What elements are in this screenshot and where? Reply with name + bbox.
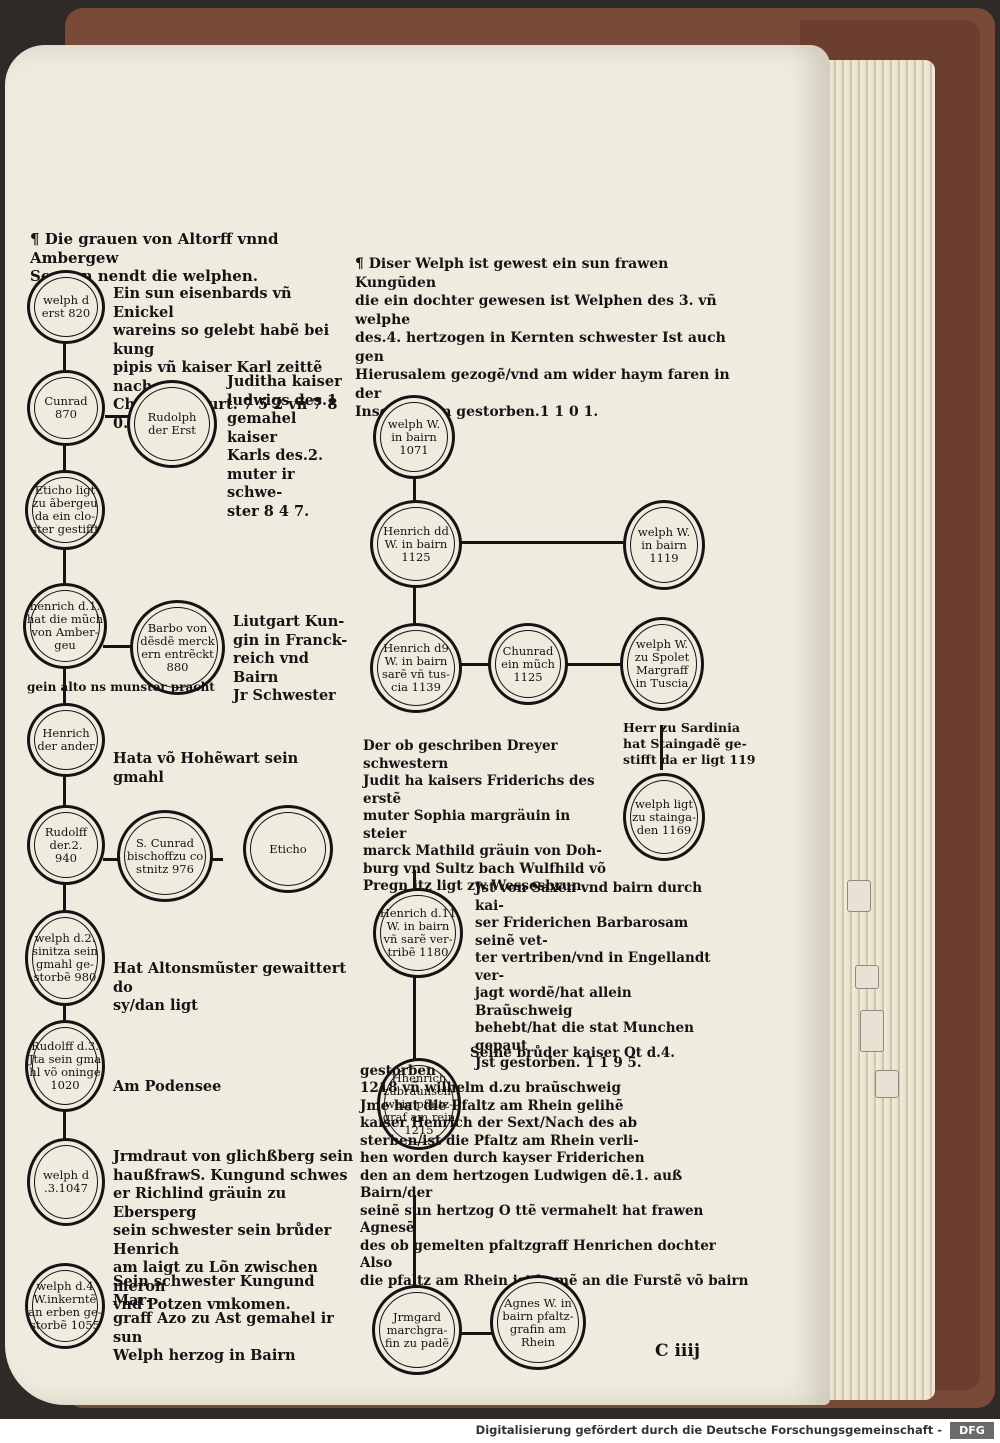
genealogy-connector <box>413 1195 416 1305</box>
paper-tab <box>855 965 879 989</box>
medallion: Henrich der ander <box>27 703 105 777</box>
left-heading: ¶ Die grauen von Altorff vnnd Ambergew S… <box>30 230 279 285</box>
medallion-label: welph ligt zu staingа- den 1169 <box>632 796 696 837</box>
page-number: C iiij <box>655 1341 700 1361</box>
text-block: Jrmdraut von glichßberg sein haußfrawS. … <box>113 1148 354 1313</box>
text-block: Liutgart Kun- gin in Franck- reich vnd B… <box>233 613 348 704</box>
medallion-label: Hhenrich zubraunsch- weig pfaltz- graf a… <box>382 1070 456 1137</box>
medallion: Eticho <box>243 805 333 893</box>
paper-tab <box>847 880 871 912</box>
genealogy-connector <box>460 663 490 666</box>
genealogy-connector <box>413 585 416 645</box>
medallion-label: Chunrad ein mũch 1125 <box>501 643 555 684</box>
medallion-label: welph d.4 W.inkerntẽ an erben ge- storbẽ… <box>28 1279 102 1332</box>
medallion: Barbo von dẽsdẽ merck ern entrẽckt 880 <box>130 600 225 695</box>
text-block: Jst von Saxen vnd bairn durch kai- ser F… <box>475 880 711 1071</box>
medallion: welph W. in bairn 1071 <box>373 395 455 479</box>
medallion: Henrich d9 W. in bairn sarẽ vñ tus- cia … <box>370 623 462 713</box>
genealogy-connector <box>660 725 663 770</box>
medallion-label: Henrich dd W. in bairn 1125 <box>383 523 449 564</box>
footer-bar: Digitalisierung gefördert durch die Deut… <box>0 1419 1000 1443</box>
medallion-label: welph W. in bairn 1119 <box>637 524 691 565</box>
medallion-label: Rudolff d.3. Jta sein gma hl võ oninge 1… <box>28 1039 102 1092</box>
medallion-label: Henrich d.11 W. in bairn vñ sarẽ ver- tr… <box>379 906 457 959</box>
dfg-logo: DFG <box>950 1422 994 1439</box>
text-block: Hat Altonsmũster gewaittert do sy/dan li… <box>113 960 347 1014</box>
genealogy-connector <box>413 870 416 1095</box>
medallion: welph d .3.1047 <box>27 1138 105 1226</box>
medallion: Rudolff d.3. Jta sein gma hl võ oninge 1… <box>25 1020 105 1112</box>
medallion-label: Barbo von dẽsdẽ merck ern entrẽckt 880 <box>140 620 215 674</box>
medallion: Henrich d.11 W. in bairn vñ sarẽ ver- tr… <box>373 888 463 978</box>
medallion-label: Henrich der ander <box>37 726 95 753</box>
medallion: welph d.4 W.inkerntẽ an erben ge- storbẽ… <box>25 1263 105 1349</box>
text-block: Der ob geschriben Dreyer schwestern Judi… <box>363 738 606 894</box>
right-heading: ¶ Diser Welph ist gewest ein sun frawen … <box>355 256 730 420</box>
medallion: welph d erst 820 <box>27 270 105 344</box>
medallion: henrich d.1. hat die mũch von Amber- geu <box>23 583 107 669</box>
text-block: Hata võ Hohẽwart sein gmahl <box>113 750 299 786</box>
medallion-label: Rudolff der.2. 940 <box>44 824 88 865</box>
medallion-label: henrich d.1. hat die mũch von Amber- geu <box>26 599 104 652</box>
medallion-label: S. Cunrad bischoffzu co stnitz 976 <box>126 835 204 876</box>
medallion-label: welph d .3.1047 <box>42 1168 90 1195</box>
medallion: Cunrad 870 <box>27 370 105 446</box>
text-block: Herr zu Sardinia hat Staingadẽ ge- stiff… <box>623 720 756 767</box>
medallion: welph W. in bairn 1119 <box>623 500 705 590</box>
text-block: Ein sun eisenbards vñ Enickel wareins so… <box>113 285 338 432</box>
medallion-label: welph W. zu Spolet Margraff in Tuscia <box>634 637 690 690</box>
genealogy-connector <box>460 541 630 544</box>
medallion: S. Cunrad bischoffzu co stnitz 976 <box>117 810 213 902</box>
medallion-label: Jrmgard marchgra- fin zu padẽ <box>384 1309 450 1350</box>
medallion: Jrmgard marchgra- fin zu padẽ <box>372 1285 462 1375</box>
text-block: Sein schwester Kungund Mar- graff Azo zu… <box>113 1273 334 1364</box>
text-block: Seine brůder kaiser Ot d.4. gestorben 12… <box>360 1045 749 1289</box>
genealogy-connector <box>105 415 130 418</box>
medallion-label: Eticho <box>269 841 307 856</box>
paper-tab <box>860 1010 884 1052</box>
medallion-label: welph d.2. sinitza sein gmahl ge- storbẽ… <box>32 931 98 984</box>
text-block: gein alto ns munster pracht <box>27 680 215 694</box>
medallion: welph ligt zu staingа- den 1169 <box>623 773 705 861</box>
genealogy-connector <box>460 1332 492 1335</box>
medallion-label: welph W. in bairn 1071 <box>387 416 441 457</box>
medallion: Henrich dd W. in bairn 1125 <box>370 500 462 588</box>
medallion-label: Henrich d9 W. in bairn sarẽ vñ tus- cia … <box>381 641 451 694</box>
text-block: Am Podensee <box>113 1078 222 1095</box>
medallion-label: Agnes W. in bairn pfaltz- grafin am Rhei… <box>502 1295 574 1349</box>
medallion: welph d.2. sinitza sein gmahl ge- storbẽ… <box>25 910 105 1006</box>
medallion: Rudolph der Erst <box>127 380 217 468</box>
genealogy-connector <box>103 645 133 648</box>
paper-tab <box>875 1070 899 1098</box>
medallion-label: Cunrad 870 <box>44 394 88 421</box>
genealogy-connector <box>565 663 623 666</box>
medallion: welph W. zu Spolet Margraff in Tuscia <box>620 617 704 711</box>
medallion: Chunrad ein mũch 1125 <box>488 623 568 705</box>
medallion: Agnes W. in bairn pfaltz- grafin am Rhei… <box>490 1275 586 1370</box>
medallion: Eticho ligt zu ãbergeu da ein clo- ster … <box>25 470 105 550</box>
medallion: Rudolff der.2. 940 <box>27 805 105 885</box>
medallion-label: welph d erst 820 <box>41 293 91 320</box>
medallion-label: Rudolph der Erst <box>147 410 197 437</box>
footer-credit: Digitalisierung gefördert durch die Deut… <box>475 1423 942 1437</box>
page-edges <box>815 60 935 1400</box>
genealogy-connector <box>63 340 66 1225</box>
text-block: Juditha kaiser ludwigs des.1 gemahel kai… <box>227 373 342 520</box>
medallion-label: Eticho ligt zu ãbergeu da ein clo- ster … <box>31 483 99 536</box>
medallion: Hhenrich zubraunsch- weig pfaltz- graf a… <box>377 1058 461 1150</box>
book-page: ¶ Die grauen von Altorff vnnd Ambergew S… <box>5 45 899 1405</box>
